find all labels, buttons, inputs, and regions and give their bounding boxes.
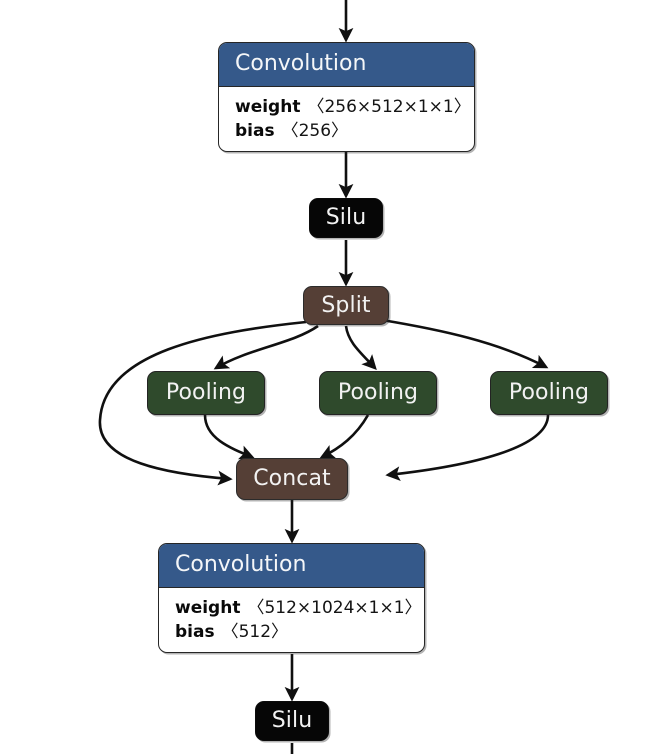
edge-split-pool1 xyxy=(213,324,319,370)
node-split[interactable]: Split xyxy=(303,286,389,325)
attr-value: 〈512×1024×1×1〉 xyxy=(247,598,422,618)
node-title: Convolution xyxy=(159,544,424,588)
node-label: Pooling xyxy=(508,380,590,405)
node-label: Silu xyxy=(271,708,313,733)
node-label: Concat xyxy=(253,466,331,491)
node-pooling-1[interactable]: Pooling xyxy=(147,371,265,415)
attr-value: 〈256〉 xyxy=(281,121,349,142)
node-convolution-2[interactable]: Convolution weight 〈512×1024×1×1〉 bias 〈… xyxy=(158,543,425,654)
node-attributes: weight 〈256×512×1×1〉 bias 〈256〉 xyxy=(219,87,474,151)
attr-key: weight xyxy=(235,97,301,117)
node-label: Pooling xyxy=(165,380,247,405)
node-convolution-1[interactable]: Convolution weight 〈256×512×1×1〉 bias 〈2… xyxy=(218,42,475,153)
attr-row: bias 〈512〉 xyxy=(175,620,410,644)
edge-pool2-concat xyxy=(319,414,370,459)
attr-row: bias 〈256〉 xyxy=(235,119,460,143)
node-pooling-2[interactable]: Pooling xyxy=(319,371,437,415)
node-pooling-3[interactable]: Pooling xyxy=(490,371,608,415)
node-label: Pooling xyxy=(337,380,419,405)
edge-split-pool3 xyxy=(381,318,549,369)
attr-value: 〈256×512×1×1〉 xyxy=(307,97,471,117)
node-title: Convolution xyxy=(219,43,474,87)
edge-split-pool2 xyxy=(344,325,377,370)
attr-key: bias xyxy=(235,121,275,142)
node-label: Split xyxy=(321,292,371,318)
edge-pool3-concat xyxy=(385,414,550,482)
edge-pool1-concat xyxy=(203,414,255,460)
node-silu-2[interactable]: Silu xyxy=(255,701,329,741)
node-concat[interactable]: Concat xyxy=(236,458,348,500)
node-attributes: weight 〈512×1024×1×1〉 bias 〈512〉 xyxy=(159,588,424,652)
node-silu-1[interactable]: Silu xyxy=(309,198,383,238)
attr-value: 〈512〉 xyxy=(221,622,289,643)
attr-row: weight 〈512×1024×1×1〉 xyxy=(175,596,422,620)
node-label: Silu xyxy=(325,205,367,230)
edge-split-concat xyxy=(98,320,307,486)
attr-row: weight 〈256×512×1×1〉 xyxy=(235,95,471,119)
attr-key: weight xyxy=(175,598,241,618)
attr-key: bias xyxy=(175,622,215,643)
